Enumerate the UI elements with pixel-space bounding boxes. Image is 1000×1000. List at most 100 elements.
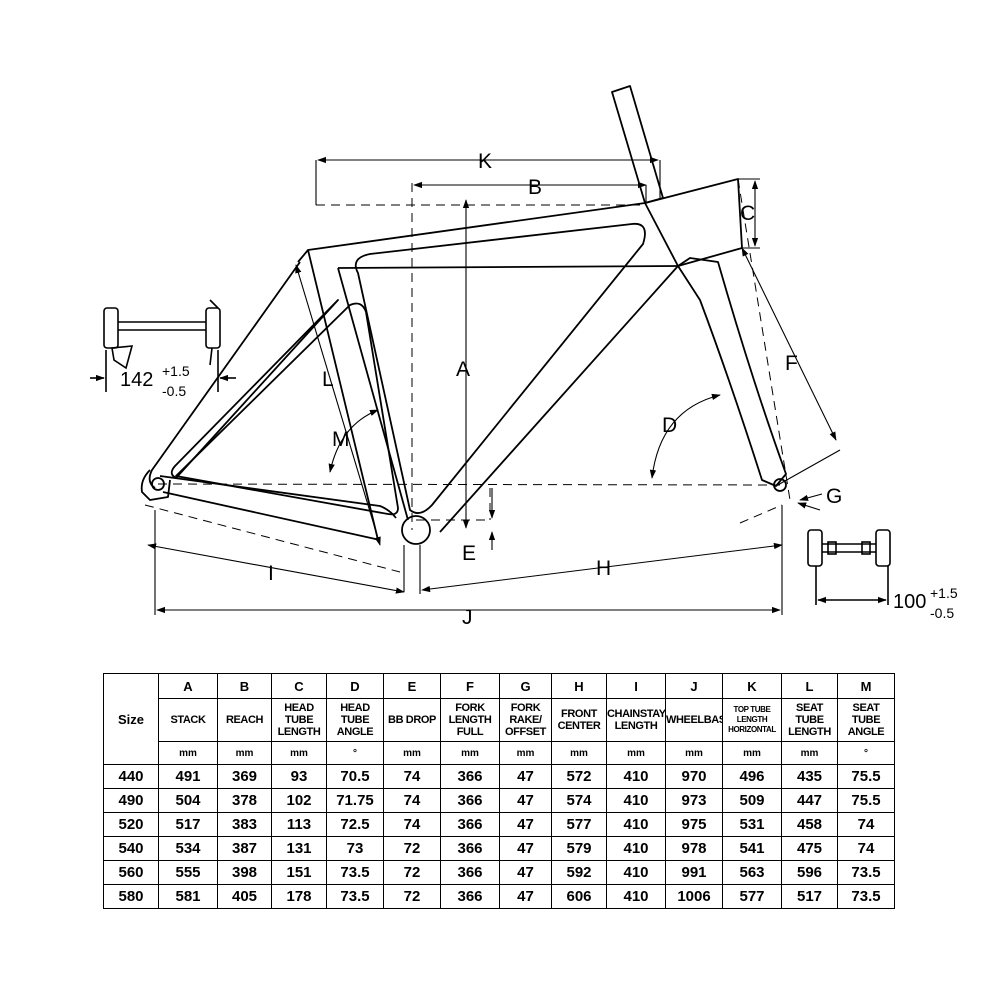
- column-unit: mm: [551, 741, 607, 765]
- dim-label-b: B: [528, 176, 542, 199]
- column-letter: G: [499, 673, 552, 699]
- value-cell: 435: [781, 764, 838, 789]
- column-letter: C: [271, 673, 327, 699]
- column-name: FORK LENGTH FULL: [440, 698, 500, 742]
- value-cell: 75.5: [837, 764, 895, 789]
- value-cell: 531: [722, 812, 782, 837]
- value-cell: 73.5: [837, 860, 895, 885]
- value-cell: 975: [665, 812, 723, 837]
- value-cell: 72: [383, 836, 441, 861]
- value-cell: 74: [383, 788, 441, 813]
- column-letter: L: [781, 673, 838, 699]
- value-cell: 978: [665, 836, 723, 861]
- value-cell: 366: [440, 764, 500, 789]
- column-unit: mm: [271, 741, 327, 765]
- size-cell: 520: [103, 812, 159, 837]
- value-cell: 596: [781, 860, 838, 885]
- value-cell: 504: [158, 788, 218, 813]
- value-cell: 398: [217, 860, 272, 885]
- bike-frame: [140, 85, 787, 545]
- value-cell: 491: [158, 764, 218, 789]
- column-letter: J: [665, 673, 723, 699]
- value-cell: 47: [499, 764, 552, 789]
- chain-stay: [159, 475, 397, 541]
- value-cell: 475: [781, 836, 838, 861]
- column-letter: M: [837, 673, 895, 699]
- column-unit: °: [837, 741, 895, 765]
- value-cell: 577: [722, 884, 782, 909]
- top-tube: [297, 202, 679, 269]
- column-name: TOP TUBE LENGTH HORIZONTAL: [722, 698, 782, 742]
- column-unit: mm: [158, 741, 218, 765]
- size-cell: 440: [103, 764, 159, 789]
- dim-label-j: J: [462, 606, 473, 629]
- value-cell: 366: [440, 788, 500, 813]
- value-cell: 72: [383, 860, 441, 885]
- dim-label-c: C: [740, 202, 755, 225]
- dim-label-a: A: [456, 358, 470, 381]
- seat-tube: [307, 249, 409, 541]
- value-cell: 458: [781, 812, 838, 837]
- column-letter: B: [217, 673, 272, 699]
- dim-label-g: G: [826, 485, 842, 508]
- front-axle-detail: [807, 529, 891, 605]
- column-unit: mm: [722, 741, 782, 765]
- column-unit: mm: [781, 741, 838, 765]
- value-cell: 447: [781, 788, 838, 813]
- value-cell: 970: [665, 764, 723, 789]
- value-cell: 151: [271, 860, 327, 885]
- value-cell: 74: [837, 836, 895, 861]
- column-letter: E: [383, 673, 441, 699]
- value-cell: 577: [551, 812, 607, 837]
- value-cell: 1006: [665, 884, 723, 909]
- column-name: BB DROP: [383, 698, 441, 742]
- column-unit: mm: [606, 741, 666, 765]
- column-name: HEAD TUBE LENGTH: [271, 698, 327, 742]
- value-cell: 93: [271, 764, 327, 789]
- value-cell: 555: [158, 860, 218, 885]
- column-name: STACK: [158, 698, 218, 742]
- value-cell: 131: [271, 836, 327, 861]
- bottom-bracket: [401, 515, 431, 545]
- value-cell: 178: [271, 884, 327, 909]
- column-name: CHAINSTAY LENGTH: [606, 698, 666, 742]
- value-cell: 47: [499, 860, 552, 885]
- rear-axle-width: 142: [120, 369, 153, 391]
- reference-lines: [144, 178, 791, 573]
- column-unit: mm: [440, 741, 500, 765]
- column-unit: °: [326, 741, 384, 765]
- value-cell: 387: [217, 836, 272, 861]
- value-cell: 74: [383, 764, 441, 789]
- rear-axle-detail: [90, 299, 236, 392]
- value-cell: 102: [271, 788, 327, 813]
- value-cell: 47: [499, 788, 552, 813]
- value-cell: 572: [551, 764, 607, 789]
- size-cell: 560: [103, 860, 159, 885]
- value-cell: 574: [551, 788, 607, 813]
- dim-label-f: F: [785, 352, 798, 375]
- dim-label-e: E: [462, 542, 476, 565]
- value-cell: 973: [665, 788, 723, 813]
- value-cell: 75.5: [837, 788, 895, 813]
- front-axle-tolerance-plus: +1.5: [930, 585, 958, 601]
- value-cell: 991: [665, 860, 723, 885]
- column-letter: D: [326, 673, 384, 699]
- dim-label-k: K: [478, 150, 492, 173]
- front-triangle-cutout: [354, 222, 646, 514]
- value-cell: 73.5: [326, 860, 384, 885]
- column-name: SEAT TUBE LENGTH: [781, 698, 838, 742]
- size-header: Size: [103, 673, 159, 765]
- size-cell: 540: [103, 836, 159, 861]
- value-cell: 71.75: [326, 788, 384, 813]
- value-cell: 383: [217, 812, 272, 837]
- value-cell: 47: [499, 812, 552, 837]
- column-letter: I: [606, 673, 666, 699]
- column-unit: mm: [499, 741, 552, 765]
- value-cell: 73: [326, 836, 384, 861]
- value-cell: 410: [606, 788, 666, 813]
